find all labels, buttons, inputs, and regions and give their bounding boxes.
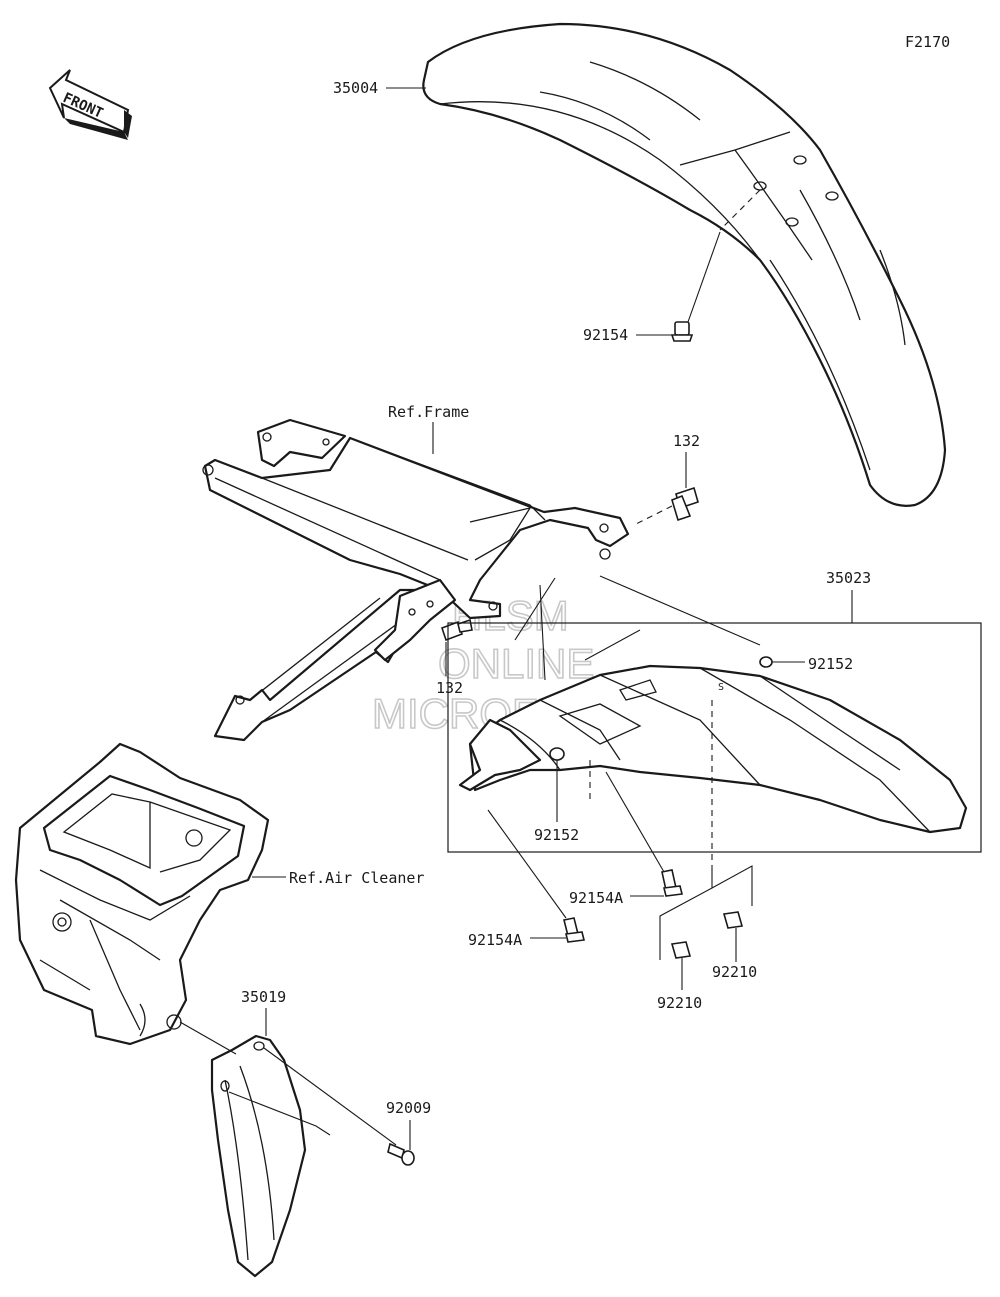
callout-frame-ref: Ref.Frame xyxy=(388,403,469,421)
callout-nut-left: 92210 xyxy=(657,994,702,1012)
frame-bolt-upper-drawing xyxy=(635,452,699,525)
nut-left-drawing xyxy=(670,941,692,990)
collar-lower-drawing xyxy=(549,747,565,822)
bolt-a-left-drawing xyxy=(487,809,585,943)
front-fender-bolt-drawing xyxy=(670,231,721,342)
callout-collar-right: 92152 xyxy=(808,655,853,673)
callout-nut-right: 92210 xyxy=(712,963,757,981)
rear-fender-mark: S xyxy=(718,682,724,693)
collar-right-drawing xyxy=(759,656,805,668)
callout-side-cover: 35019 xyxy=(241,988,286,1006)
guide-line-1 xyxy=(599,575,761,646)
rear-frame-drawing xyxy=(202,418,630,742)
rear-fender-drawing: S xyxy=(458,664,968,870)
guide-line-3 xyxy=(514,577,556,641)
front-fender-drawing xyxy=(422,22,947,507)
side-cover-drawing xyxy=(179,1021,397,1278)
callout-bolt-a-left: 92154A xyxy=(468,931,522,949)
guide-line-4 xyxy=(584,629,641,661)
nut-right-drawing xyxy=(722,911,744,962)
rear-fender-group-box xyxy=(447,622,982,853)
callout-front-fender-bolt: 92154 xyxy=(583,326,628,344)
callout-frame-bolt-lower: 132 xyxy=(436,679,463,697)
air-cleaner-drawing xyxy=(14,742,270,1046)
callout-rear-fender: 35023 xyxy=(826,569,871,587)
nut-bracket-lines xyxy=(659,865,753,960)
side-cover-screw-drawing xyxy=(387,1120,415,1166)
bolt-a-right-drawing xyxy=(605,771,683,897)
front-arrow-icon: FRONT xyxy=(48,69,132,140)
watermark-line-2: ONLINE xyxy=(438,640,594,687)
diagram-code: F2170 xyxy=(905,33,950,51)
callout-side-cover-screw: 92009 xyxy=(386,1099,431,1117)
callout-collar-lower: 92152 xyxy=(534,826,579,844)
callout-air-cleaner-ref: Ref.Air Cleaner xyxy=(289,869,424,887)
callout-frame-bolt-upper: 132 xyxy=(673,432,700,450)
callout-bolt-a-right: 92154A xyxy=(569,889,623,907)
callout-front-fender: 35004 xyxy=(333,79,378,97)
